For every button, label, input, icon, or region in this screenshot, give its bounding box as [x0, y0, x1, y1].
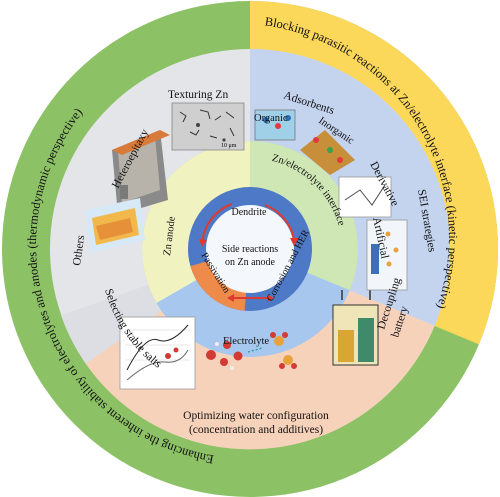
organic-label: Organic [254, 113, 288, 124]
selecting-salts-chart [119, 316, 196, 390]
cycle-arrow-icon [201, 203, 233, 244]
texturing-zn-micrograph [171, 102, 245, 151]
cycle-arrow-head-icon [267, 294, 274, 302]
organic-adsorbent-illustration [254, 109, 296, 141]
core-dendrite-label: Dendrite [232, 207, 268, 218]
inner-zn-anode-label: Zn anode [162, 216, 178, 257]
texturing-zn-label: Texturing Zn [168, 89, 228, 101]
core-title-line1: Side reactions [222, 244, 278, 255]
others-illustration [85, 185, 145, 253]
derivative-sei-illustration [338, 176, 392, 218]
water-molecule-illustration [206, 332, 297, 370]
cycle-arrow-head-icon [290, 238, 299, 246]
inner-electrolyte-label: Electrolyte [223, 336, 269, 347]
core-center [206, 205, 294, 293]
others-label: Others [71, 234, 87, 267]
cycle-arrow-head-icon [199, 239, 207, 247]
inorganic-adsorbent-illustration [300, 130, 355, 175]
cycle-arrow-head-icon [227, 294, 234, 302]
scale-bar-label: 10 μm [221, 143, 237, 149]
core-title-line2: on Zn anode [225, 257, 276, 268]
artificial-sei-illustration [366, 219, 408, 291]
decoupling-battery-illustration [332, 290, 379, 366]
cycle-arrow-icon [264, 204, 295, 241]
optimizing-line2: (concentration and additives) [189, 424, 323, 436]
optimizing-line1: Optimizing water configuration [183, 410, 329, 422]
